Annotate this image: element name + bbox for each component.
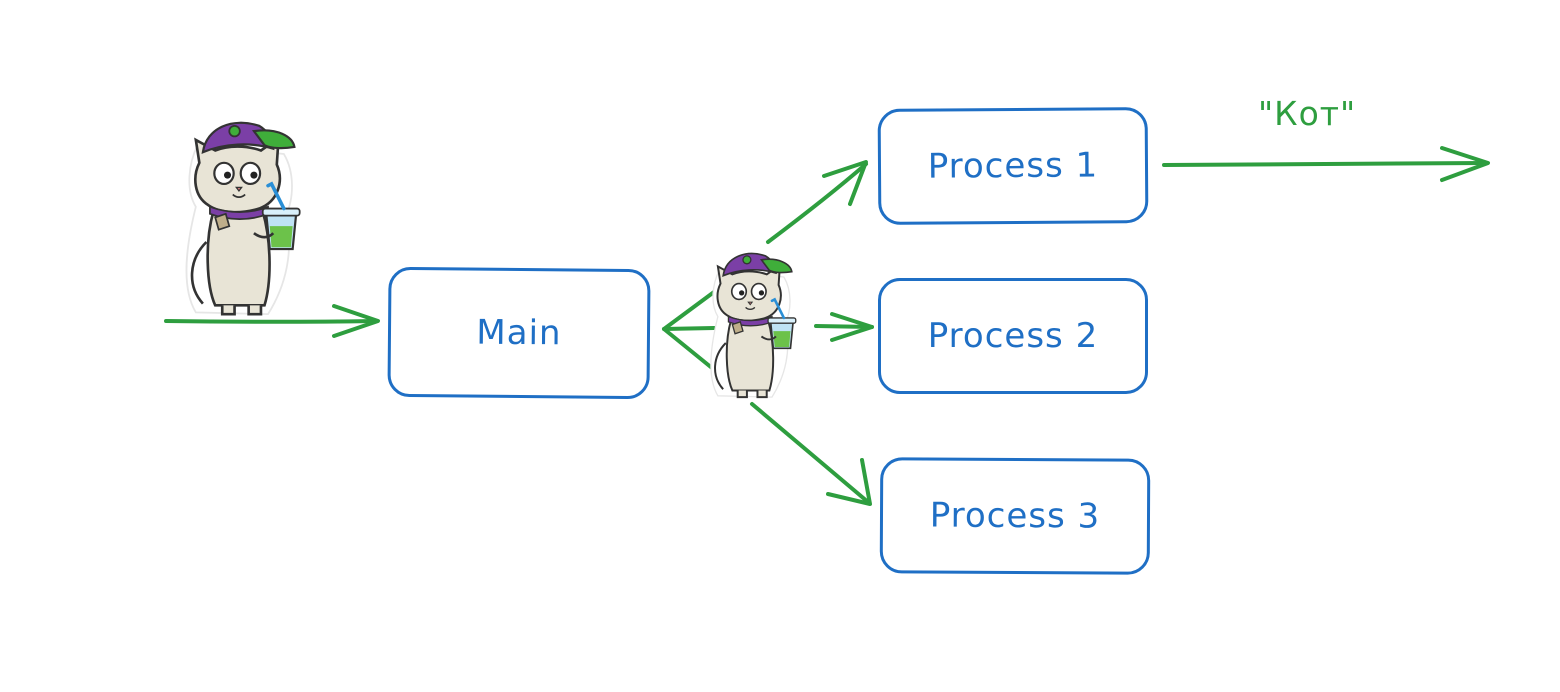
cat-mascot-icon <box>184 121 302 316</box>
arrow-to-process-1 <box>766 160 868 244</box>
cat-mascot-icon <box>709 252 798 399</box>
arrow-output-from-process-1 <box>1162 146 1490 182</box>
edge-label-kot: "Кот" <box>1258 94 1357 133</box>
arrow-to-process-3 <box>750 402 872 506</box>
arrow-input-to-main <box>164 304 380 338</box>
arrow-to-process-2 <box>814 312 874 342</box>
process-2-node: Process 2 <box>878 278 1148 394</box>
process-2-label: Process 2 <box>927 316 1099 356</box>
arrow-to-main <box>662 290 716 370</box>
